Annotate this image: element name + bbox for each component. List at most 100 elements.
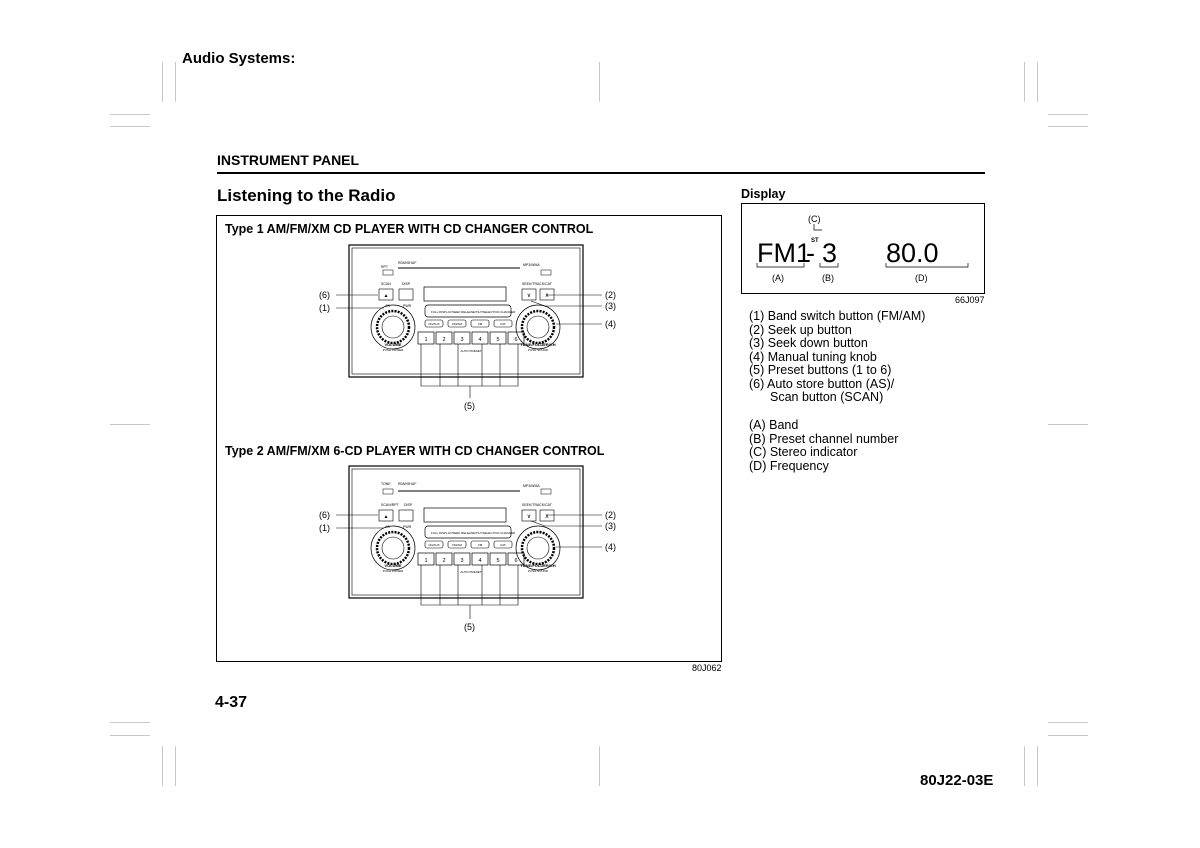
p1-callout-3: (3): [605, 301, 616, 311]
display-illustration: (C) ST FM1 - 3 80.0 (A) (B) (D): [756, 214, 969, 283]
legend-item: (5) Preset buttons (1 to 6): [749, 363, 892, 377]
p1-scan: SCAN: [381, 282, 391, 286]
legend-item: (2) Seek up button: [749, 322, 852, 337]
display-preset: 3: [822, 238, 837, 268]
header-title: Audio Systems:: [182, 50, 296, 67]
p2-volume: VOLUME: [384, 563, 401, 568]
p2-seek: SEEK/TRACK/CAT: [522, 503, 553, 507]
page-heading: Listening to the Radio: [217, 186, 396, 205]
legend-item: (A) Band: [749, 418, 799, 432]
p2-callout-1: (1): [319, 523, 330, 533]
svg-text:∨: ∨: [527, 293, 531, 299]
page-number: 4-37: [215, 694, 248, 711]
p1-callout-2: (2): [605, 290, 616, 300]
p1-tune: TUNE/FOLDER/CH: [520, 342, 555, 347]
legend-item: Scan button (SCAN): [770, 390, 884, 404]
svg-text:∨: ∨: [527, 514, 531, 520]
legend-item: (1) Band switch button (FM/AM): [749, 309, 926, 323]
p1-strip: FULL DISPLAY/SEEK RELEASE/TILT/SELECT/CD…: [431, 310, 516, 314]
p2-preset-1: 1: [424, 558, 427, 564]
legend-item: (D) Frequency: [749, 458, 829, 473]
p2-preset-2: 2: [442, 558, 445, 564]
radio-panel-type1: RPT RDM/SHUF MP3/WMA SCAN DISP SEEK/TRAC…: [319, 244, 616, 411]
p2-callout-5: (5): [464, 622, 475, 632]
display-code: 66J097: [955, 295, 985, 305]
stereo-indicator: ST: [811, 238, 819, 244]
legend-item: (B) Preset channel number: [749, 431, 899, 446]
p2-mid-btn-4: CAT: [500, 543, 506, 547]
p2-callout-6: (6): [319, 510, 330, 520]
type2-caption: Type 2 AM/FM/XM 6-CD PLAYER WITH CD CHAN…: [225, 444, 605, 458]
p1-top-left: RPT: [381, 265, 389, 269]
svg-text:∧: ∧: [545, 514, 549, 520]
p2-top-right: MP3/WMA: [523, 484, 540, 488]
p2-auto: AUTO PRESET: [460, 570, 481, 574]
p2-pwr: PWR: [403, 525, 412, 529]
p2-preset-3: 3: [460, 558, 463, 564]
p2-top-left: TONE: [381, 482, 391, 486]
p2-push-power: PUSH POWER: [383, 569, 404, 573]
p1-top-mid: RDM/SHUF: [398, 261, 416, 265]
p1-callout-6: (6): [319, 290, 330, 300]
p2-preset-buttons: 1 2 3 4 5 6: [417, 552, 525, 566]
p1-disp: DISP: [402, 282, 411, 286]
legend-item: (3) Seek down button: [749, 336, 868, 350]
p2-scan: SCAN/RPT: [381, 503, 400, 507]
display-dash: -: [806, 238, 815, 268]
p1-preset-4: 4: [478, 337, 481, 343]
p2-top-mid: RDM/SHUF: [398, 482, 416, 486]
display-box: [741, 203, 985, 294]
p1-mid-btn-1: CD/AUX: [428, 322, 439, 326]
p1-callout-4: (4): [605, 319, 616, 329]
svg-text:∧: ∧: [545, 293, 549, 299]
p1-seek: SEEK/TRACK/CAT: [522, 282, 553, 286]
legend-item: (6) Auto store button (AS)/: [749, 376, 895, 391]
type1-caption: Type 1 AM/FM/XM CD PLAYER WITH CD CHANGE…: [225, 222, 594, 236]
document-code: 80J22-03E: [920, 772, 994, 789]
p2-disp: DISP: [404, 503, 413, 507]
p1-preset-6: 6: [514, 337, 517, 343]
legend-item: (C) Stereo indicator: [749, 445, 858, 459]
legend-item: (4) Manual tuning knob: [749, 349, 877, 364]
p2-preset-4: 4: [478, 558, 481, 564]
display-frequency: 80.0: [886, 238, 939, 268]
p2-strip: FULL DISPLAY/SEEK RELEASE/TILT/SELECT/CD…: [431, 531, 516, 535]
p1-preset-2: 2: [442, 337, 445, 343]
p1-as: AS: [385, 304, 390, 308]
p1-volume: VOLUME: [384, 342, 401, 347]
p2-tune: TUNE/FOLDER/CH: [520, 563, 555, 568]
display-label-b: (B): [822, 273, 834, 283]
p1-preset-1: 1: [424, 337, 427, 343]
display-band: FM1: [757, 238, 811, 268]
p2-push-sound: PUSH SOUND: [528, 569, 549, 573]
svg-text:▲: ▲: [384, 293, 389, 299]
legend-numbers: (1) Band switch button (FM/AM) (2) Seek …: [749, 309, 926, 405]
p1-top-right: MP3/WMA: [523, 263, 540, 267]
section-title: INSTRUMENT PANEL: [217, 152, 360, 168]
p2-callout-3: (3): [605, 521, 616, 531]
p1-callout-1: (1): [319, 303, 330, 313]
p1-pwr: PWR: [403, 304, 412, 308]
p2-mid-btn-3: XM: [478, 543, 483, 547]
p1-preset-buttons: 1 2 3 4 5 6: [417, 331, 525, 345]
radio-panel-type2: TONE RDM/SHUF MP3/WMA SCAN/RPT DISP SEEK…: [319, 465, 616, 632]
p1-mid-btn-4: CAT: [500, 322, 506, 326]
radio-figure: [216, 215, 722, 662]
figure-code: 80J062: [692, 663, 722, 673]
p1-callout-5: (5): [464, 401, 475, 411]
p2-callout-2: (2): [605, 510, 616, 520]
p2-preset-6: 6: [514, 558, 517, 564]
p1-preset-3: 3: [460, 337, 463, 343]
p1-preset-5: 5: [496, 337, 499, 343]
p1-auto: AUTO PRESET: [460, 349, 481, 353]
p2-as: AS: [385, 525, 390, 529]
display-label-d: (D): [915, 273, 928, 283]
display-heading: Display: [741, 187, 786, 201]
p1-mid-btn-2: FM/AM: [452, 322, 462, 326]
p2-callout-4: (4): [605, 542, 616, 552]
display-label-c: (C): [808, 214, 821, 224]
p1-mid-btn-3: XM: [478, 322, 483, 326]
svg-text:▲: ▲: [384, 514, 389, 520]
p1-push-power: PUSH POWER: [383, 348, 404, 352]
